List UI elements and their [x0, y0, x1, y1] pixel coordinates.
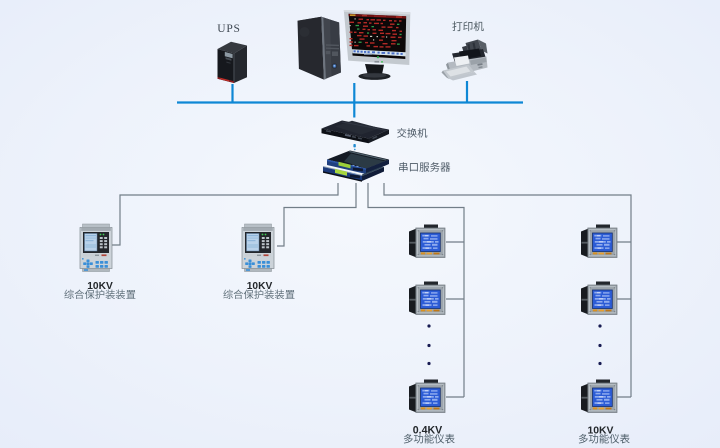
- svg-text:10KV: 10KV: [247, 281, 273, 292]
- svg-text:0.4KV: 0.4KV: [413, 425, 442, 437]
- svg-text:UPS: UPS: [217, 23, 241, 35]
- svg-text:10KV: 10KV: [87, 281, 113, 292]
- svg-text:10KV: 10KV: [588, 426, 614, 437]
